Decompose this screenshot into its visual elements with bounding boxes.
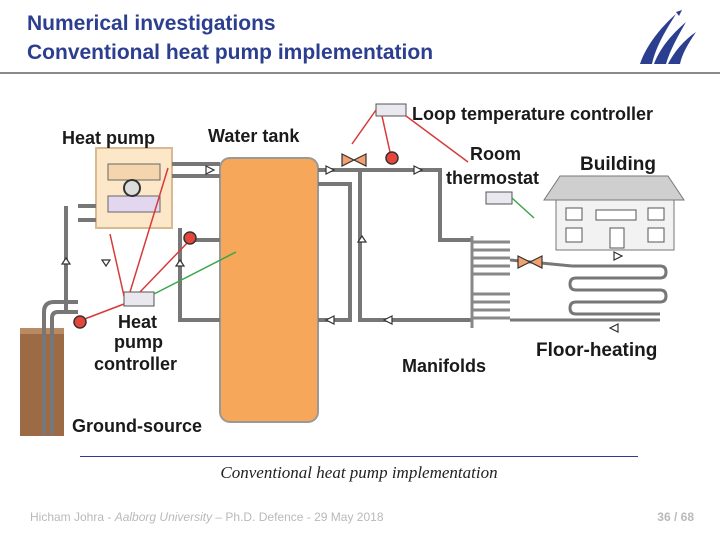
label-loop-temperature-controller: Loop temperature controller: [412, 104, 653, 124]
footer-author: Hicham Johra -: [30, 510, 115, 524]
water-tank: [219, 157, 319, 423]
valve-icons: [341, 153, 543, 269]
slide-title: Numerical investigations Conventional he…: [27, 9, 433, 67]
label-hp-controller-3: controller: [94, 354, 177, 374]
label-hp-controller-1: Heat: [118, 312, 157, 332]
heat-pump-unit: [95, 147, 173, 229]
label-room-thermostat-2: thermostat: [446, 168, 539, 188]
flow-arrows: [60, 165, 624, 333]
figure-caption: Conventional heat pump implementation: [220, 463, 498, 482]
controller-boxes: [123, 103, 513, 307]
label-hp-controller-2: pump: [114, 332, 163, 352]
footer-university: Aalborg University: [114, 510, 213, 524]
title-line-1: Numerical investigations: [27, 12, 276, 35]
building-icon: [543, 175, 685, 251]
label-heat-pump: Heat pump: [62, 128, 155, 148]
page-number: 36 / 68: [657, 510, 694, 524]
page-current: 36: [657, 510, 671, 524]
label-water-tank: Water tank: [208, 126, 300, 146]
heat-pump-system-diagram: Heat pump Water tank Loop temperature co…: [20, 103, 685, 436]
manifolds: [470, 236, 510, 328]
page-separator: /: [670, 510, 681, 524]
label-ground-source: Ground-source: [72, 416, 202, 436]
label-room-thermostat-1: Room: [470, 144, 521, 164]
label-floor-heating: Floor-heating: [536, 340, 657, 361]
title-line-2: Conventional heat pump implementation: [27, 41, 434, 64]
title-divider: [0, 72, 720, 74]
control-lines-green: [153, 197, 535, 295]
floor-heating-coil: [509, 258, 668, 322]
pump-icons: [73, 151, 399, 329]
aalborg-university-logo-icon: [640, 10, 696, 64]
caption-divider: [80, 456, 638, 457]
label-manifolds: Manifolds: [402, 356, 486, 376]
footer-text: Hicham Johra - Aalborg University – Ph.D…: [30, 510, 384, 524]
footer-event: – Ph.D. Defence - 29 May 2018: [212, 510, 384, 524]
borehole-pipes: [42, 300, 78, 435]
page-total: 68: [680, 510, 694, 524]
control-lines-red: [81, 109, 469, 321]
label-building: Building: [580, 154, 656, 175]
